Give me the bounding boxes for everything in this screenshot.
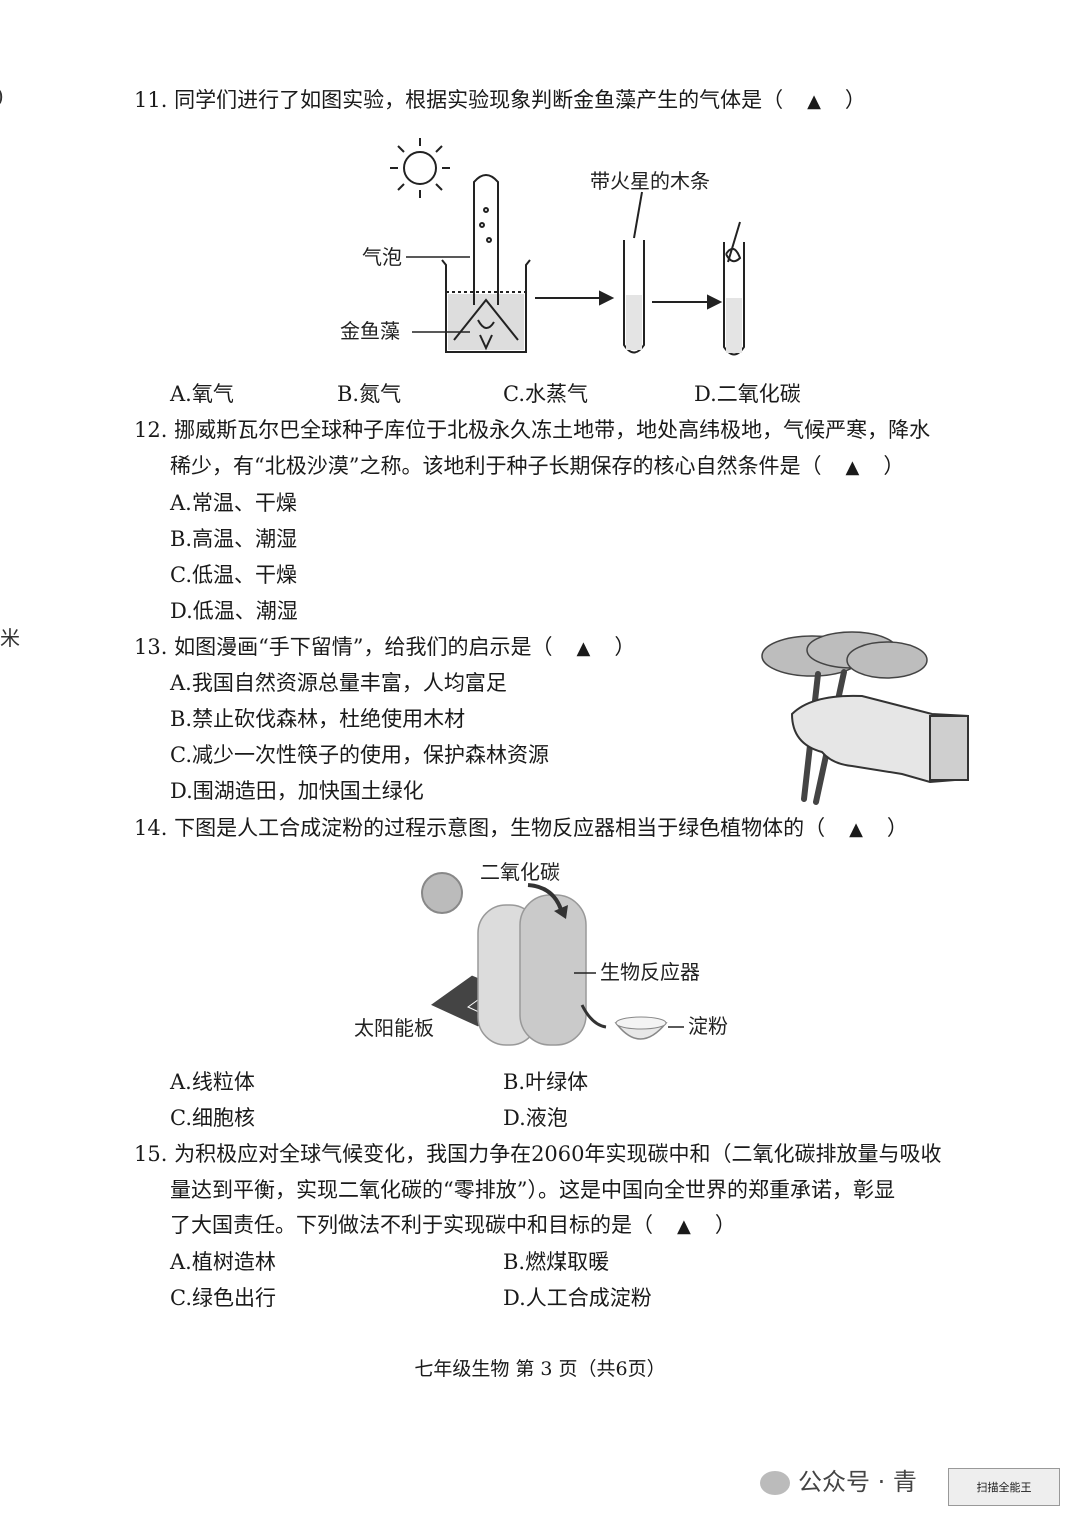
answer-triangle: ▲	[576, 638, 591, 659]
label-bioreactor: 生物反应器	[600, 960, 700, 984]
q15-option-c[interactable]: C.绿色出行	[170, 1286, 276, 1310]
process-arrows	[535, 290, 723, 310]
inverted-test-tube	[473, 174, 499, 305]
q14-figure: 二氧化碳 生物反应器 太阳能板 淀粉	[354, 860, 728, 1046]
scanner-badge: 扫描全能王	[948, 1468, 1060, 1506]
starch-bowl-icon	[614, 1016, 668, 1040]
q15-line3: 了大国责任。下列做法不利于实现碳中和目标的是（▲）	[170, 1211, 736, 1241]
q11-option-a[interactable]: A.氧气	[170, 382, 234, 406]
test-tube-3	[723, 221, 745, 356]
page-footer: 七年级生物 第 3 页（共6页）	[414, 1358, 666, 1380]
starch-arrow	[580, 1004, 607, 1029]
answer-triangle: ▲	[849, 819, 863, 840]
q11-option-b[interactable]: B.氮气	[337, 382, 402, 406]
label-co2: 二氧化碳	[480, 860, 560, 884]
hand-icon	[790, 694, 969, 784]
q14-option-c[interactable]: C.细胞核	[170, 1106, 255, 1130]
sun-icon	[421, 872, 463, 914]
test-tube-2	[623, 191, 645, 354]
funnel	[453, 298, 519, 351]
q12-option-a[interactable]: A.常温、干燥	[170, 491, 297, 515]
bioreactor	[477, 894, 587, 1046]
edge-mark-mid: 米	[0, 626, 20, 650]
q15-option-a[interactable]: A.植树造林	[170, 1250, 276, 1274]
q11-figure: 带火星的木条 气泡 金鱼藻	[340, 138, 745, 356]
q15-option-b[interactable]: B.燃煤取暖	[503, 1250, 610, 1274]
q13-cartoon	[761, 631, 969, 805]
q15-line2: 量达到平衡，实现二氧化碳的“零排放”）。这是中国向全世界的郑重承诺，彰显	[170, 1178, 895, 1202]
q12-option-c[interactable]: C.低温、干燥	[170, 563, 297, 587]
beaker	[441, 259, 531, 353]
label-pondweed: 金鱼藻	[340, 319, 400, 343]
q13-stem: 13. 如图漫画“手下留情”，给我们的启示是（▲）	[134, 633, 635, 663]
label-solar-panel: 太阳能板	[354, 1016, 434, 1040]
q15-line1: 15. 为积极应对全球气候变化，我国力争在2060年实现碳中和（二氧化碳排放量与…	[134, 1142, 942, 1166]
q13-option-c[interactable]: C.减少一次性筷子的使用，保护森林资源	[170, 743, 549, 767]
q13-option-a[interactable]: A.我国自然资源总量丰富，人均富足	[170, 671, 507, 695]
q14-option-d[interactable]: D.液泡	[503, 1106, 568, 1130]
watermark: 公众号 · 青	[760, 1462, 917, 1497]
q11-stem: 11. 同学们进行了如图实验，根据实验现象判断金鱼藻产生的气体是（▲）	[134, 86, 866, 116]
q12-option-b[interactable]: B.高温、潮湿	[170, 527, 298, 551]
edge-mark-top: )	[0, 84, 4, 108]
q14-option-b[interactable]: B.叶绿体	[503, 1070, 589, 1094]
q11-option-c[interactable]: C.水蒸气	[503, 382, 588, 406]
q12-line1: 12. 挪威斯瓦尔巴全球种子库位于北极永久冻土地带，地处高纬极地，气候严寒，降水	[134, 418, 931, 442]
label-starch: 淀粉	[688, 1014, 728, 1038]
tree-canopy-icon	[761, 631, 928, 679]
answer-triangle: ▲	[807, 91, 821, 112]
q13-option-b[interactable]: B.禁止砍伐森林，杜绝使用木材	[170, 707, 466, 731]
answer-triangle: ▲	[845, 457, 860, 478]
label-glowing-stick: 带火星的木条	[590, 169, 710, 193]
q12-line2: 稀少，有“北极沙漠”之称。该地利于种子长期保存的核心自然条件是（▲）	[170, 452, 904, 482]
q11-option-d[interactable]: D.二氧化碳	[694, 382, 801, 406]
wechat-icon	[760, 1471, 790, 1495]
q13-option-d[interactable]: D.围湖造田，加快国土绿化	[170, 779, 424, 803]
q14-stem: 14. 下图是人工合成淀粉的过程示意图，生物反应器相当于绿色植物体的（▲）	[134, 814, 908, 844]
q12-option-d[interactable]: D.低温、潮湿	[170, 599, 298, 623]
q14-option-a[interactable]: A.线粒体	[170, 1070, 255, 1094]
sun-icon	[390, 138, 450, 198]
q15-option-d[interactable]: D.人工合成淀粉	[503, 1286, 652, 1310]
answer-triangle: ▲	[677, 1216, 691, 1237]
label-bubble: 气泡	[362, 245, 402, 269]
